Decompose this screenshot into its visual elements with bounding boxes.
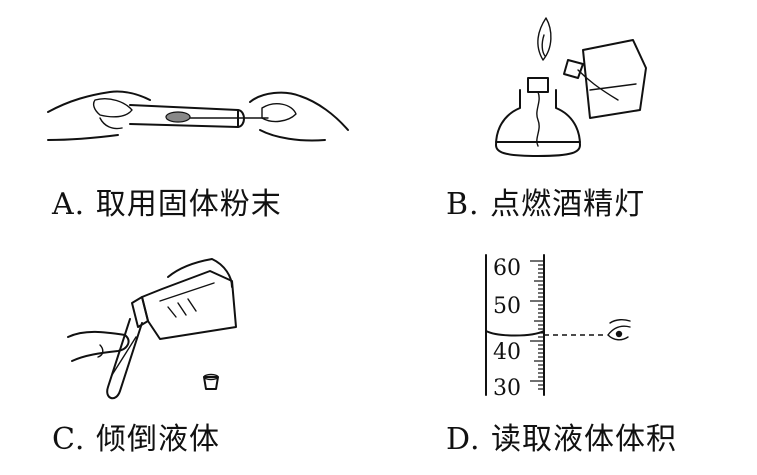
powder-sample xyxy=(165,111,191,123)
caption-c: C. 倾倒液体 xyxy=(52,422,220,457)
bottle-stopper xyxy=(203,376,219,390)
tick-60: 60 xyxy=(493,256,521,281)
eye-icon xyxy=(607,318,631,341)
panel-a: A. 取用固体粉末 xyxy=(0,0,378,237)
panel-d: 60 50 40 30 D. 读取液体体积 xyxy=(378,237,757,475)
measuring-cylinder-icon: 60 50 40 30 xyxy=(485,254,631,401)
panel-b: B. 点燃酒精灯 xyxy=(378,0,757,237)
tick-50: 50 xyxy=(493,294,521,319)
tick-40: 40 xyxy=(493,340,521,365)
panel-c: C. 倾倒液体 xyxy=(0,237,378,475)
caption-b: B. 点燃酒精灯 xyxy=(446,187,646,222)
caption-d: D. 读取液体体积 xyxy=(446,422,678,457)
liquid-meniscus xyxy=(485,330,545,337)
hands-holding-test-tube-icon xyxy=(47,90,349,142)
caption-a: A. 取用固体粉末 xyxy=(52,187,282,222)
tick-30: 30 xyxy=(493,376,521,401)
alcohol-lamp-lighting-icon xyxy=(495,17,647,157)
pouring-liquid-icon xyxy=(67,258,237,400)
